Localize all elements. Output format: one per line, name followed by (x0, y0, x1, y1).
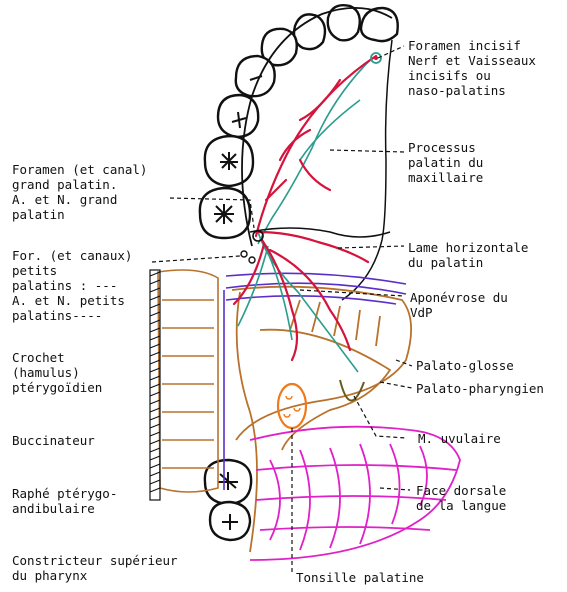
label-face-dorsale: Face dorsale de la langue (416, 483, 506, 513)
label-tonsille: Tonsille palatine (296, 570, 424, 585)
palato-glosse-band (232, 287, 411, 440)
leader-face-dorsale (380, 488, 410, 490)
artery-branch-b (280, 130, 310, 160)
leader-lame (338, 246, 404, 248)
label-lame-horizontale: Lame horizontale du palatin (408, 240, 528, 270)
aponevrose (224, 273, 406, 490)
leader-processus (330, 150, 404, 152)
label-processus-palatin: Processus palatin du maxillaire (408, 140, 483, 185)
label-constricteur: Constricteur supérieur du pharynx (12, 553, 178, 583)
leader-uvulaire (354, 396, 406, 438)
molar-2-mark (214, 204, 234, 224)
leader-lines (152, 46, 412, 574)
buccinateur-outline (158, 270, 218, 492)
incisive-foramen-core (374, 56, 378, 60)
tooth-incisor-1 (361, 8, 398, 41)
buccinateur-fibers (162, 300, 214, 468)
leader-petits-palatins (152, 256, 240, 262)
leader-palato-glosse (396, 360, 412, 366)
label-raphe: Raphé ptérygo- andibulaire (12, 486, 117, 516)
label-palato-glosse: Palato-glosse (416, 358, 514, 373)
label-aponevrose: Aponévrose du VdP (410, 290, 508, 320)
nerve-grand-palatin (258, 232, 358, 372)
artery-branch-d (266, 180, 286, 200)
label-palato-pharyngien: Palato-pharyngien (416, 381, 544, 396)
tooth-premolar-1 (236, 56, 275, 96)
artery-branch-c (300, 160, 330, 190)
label-foramen-grand-palatin: Foramen (et canal) grand palatin. A. et … (12, 162, 147, 222)
artery-lower-2 (262, 240, 297, 360)
label-crochet: Crochet (hamulus) ptérygoïdien (12, 350, 102, 395)
petits-palatins-foramen-2 (249, 257, 255, 263)
molar-1-mark (220, 152, 238, 170)
artery-branch-a (300, 80, 340, 120)
palato-pharyngien-band (260, 330, 390, 450)
palatine-nerves (238, 58, 372, 372)
label-buccinateur: Buccinateur (12, 433, 95, 448)
soft-palate-muscles (232, 287, 411, 552)
label-m-uvulaire: M. uvulaire (418, 431, 501, 446)
muscle-striations (290, 300, 380, 346)
leader-palato-pharyngien (380, 382, 412, 388)
buccinateur-muscle (158, 270, 218, 492)
label-petits-palatins: For. (et canaux) petits palatins : --- A… (12, 248, 132, 323)
label-foramen-incisif: Foramen incisif Nerf et Vaisseaux incisi… (408, 38, 536, 98)
petits-palatins-foramen-1 (241, 251, 247, 257)
